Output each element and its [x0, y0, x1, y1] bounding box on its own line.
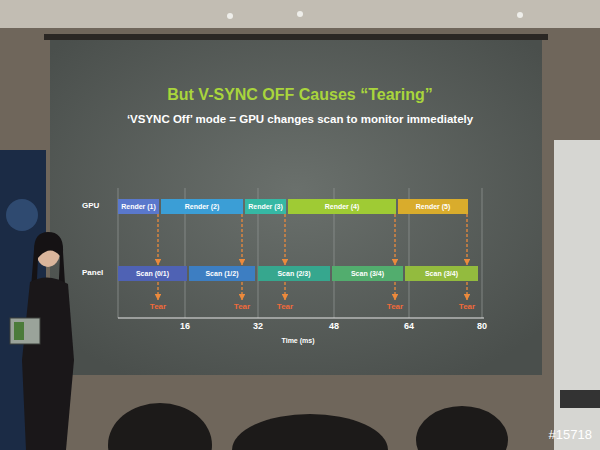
side-banner — [554, 140, 600, 450]
tear-arrow — [284, 214, 285, 265]
presenter-dress — [22, 277, 74, 450]
tear-leader — [284, 282, 285, 300]
tick-label: 32 — [253, 322, 263, 332]
bar-label: Scan (3/4) — [425, 270, 458, 277]
presenter — [10, 232, 74, 450]
audience-head — [232, 414, 388, 450]
render-bar: Render (5) — [398, 199, 468, 214]
ceiling-light — [297, 11, 303, 17]
product-box-art — [14, 322, 24, 340]
bar-label: Scan (2/3) — [277, 270, 310, 277]
ceiling-light — [227, 13, 233, 19]
tear-label: Tear — [234, 303, 250, 312]
audience-head — [416, 406, 508, 450]
product-box — [10, 318, 40, 344]
ceiling — [0, 0, 600, 28]
screen-housing — [44, 34, 548, 40]
bar-label: Render (4) — [325, 203, 360, 210]
tick-label: 64 — [404, 322, 414, 332]
tear-leader — [241, 282, 242, 300]
render-bar: Render (1) — [118, 199, 159, 214]
row-label: Panel — [82, 269, 103, 278]
tick-label: 16 — [180, 322, 190, 332]
projection-screen — [50, 40, 542, 375]
slide-title: But V-SYNC OFF Causes “Tearing” — [167, 86, 433, 104]
render-bar: Render (2) — [161, 199, 243, 214]
audience-head — [108, 403, 212, 450]
bar-label: Scan (3/4) — [351, 270, 384, 277]
bar-label: Render (5) — [416, 203, 451, 210]
tear-arrow — [241, 214, 242, 265]
tear-arrow — [157, 214, 158, 265]
bar-label: Render (1) — [121, 203, 156, 210]
banner-logo — [6, 199, 38, 231]
slide-subtitle: ‘VSYNC Off’ mode = GPU changes scan to m… — [127, 113, 473, 126]
scan-bar: Scan (2/3) — [258, 266, 330, 281]
bar-label: Scan (1/2) — [205, 270, 238, 277]
time-axis — [118, 317, 484, 318]
grid-lines — [118, 188, 482, 318]
tear-leader — [466, 282, 467, 300]
audience-heads — [108, 403, 508, 450]
axis-title: Time (ms) — [282, 337, 315, 345]
watermark: #15718 — [549, 428, 592, 442]
tear-leader — [394, 282, 395, 300]
tear-arrow — [394, 214, 395, 265]
tear-label: Tear — [150, 303, 166, 312]
scan-bar: Scan (3/4) — [405, 266, 478, 281]
bar-label: Scan (0/1) — [136, 270, 169, 277]
tick-label: 48 — [329, 322, 339, 332]
scan-bar: Scan (1/2) — [189, 266, 255, 281]
row-label: GPU — [82, 202, 99, 211]
render-bar: Render (3) — [245, 199, 286, 214]
grid-line — [482, 188, 483, 318]
scan-bar: Scan (0/1) — [118, 266, 187, 281]
ceiling-light — [517, 12, 523, 18]
tick-label: 80 — [477, 322, 487, 332]
render-bar: Render (4) — [288, 199, 396, 214]
bar-label: Render (3) — [248, 203, 283, 210]
tear-label: Tear — [387, 303, 403, 312]
tear-leader — [157, 282, 158, 300]
bar-label: Render (2) — [185, 203, 220, 210]
scan-bar: Scan (3/4) — [332, 266, 403, 281]
tear-arrow — [466, 214, 467, 265]
banner-stripe — [560, 390, 600, 408]
tear-label: Tear — [277, 303, 293, 312]
tear-label: Tear — [459, 303, 475, 312]
